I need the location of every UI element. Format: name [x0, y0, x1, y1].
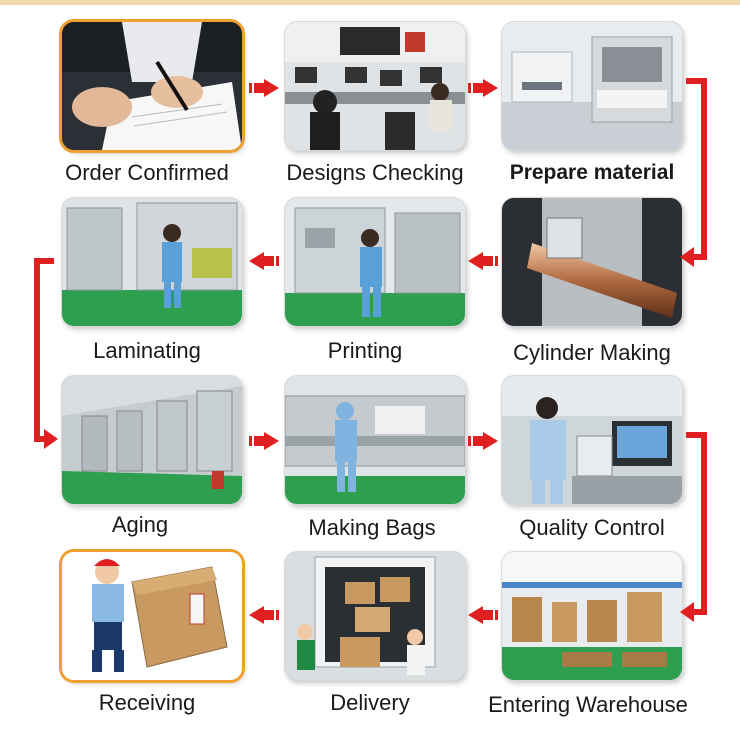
label-delivery: Delivery — [250, 690, 490, 716]
photo-laminating — [62, 198, 242, 326]
label-order-confirmed: Order Confirmed — [27, 160, 267, 186]
photo-delivery — [285, 552, 465, 680]
arrow-left-3 — [249, 606, 279, 624]
connector-right-row1-row2 — [686, 78, 716, 268]
label-prepare-material: Prepare material — [472, 160, 712, 186]
photo-cylinder-making — [502, 198, 682, 326]
label-making-bags: Making Bags — [252, 515, 492, 541]
label-receiving: Receiving — [27, 690, 267, 716]
photo-designs-checking — [285, 22, 465, 150]
label-aging: Aging — [20, 512, 260, 538]
label-laminating: Laminating — [27, 338, 267, 364]
arrow-right-2 — [468, 79, 498, 97]
label-cylinder-making: Cylinder Making — [472, 340, 712, 366]
photo-quality-control — [502, 376, 682, 504]
photo-printing — [285, 198, 465, 326]
photo-prepare-material — [502, 22, 682, 150]
arrow-right-4 — [468, 432, 498, 450]
photo-order-confirmed — [62, 22, 242, 150]
label-entering-warehouse: Entering Warehouse — [468, 692, 708, 718]
connector-left-row2-row3 — [30, 258, 60, 453]
arrow-left-2 — [468, 252, 498, 270]
photo-entering-warehouse — [502, 552, 682, 680]
photo-aging — [62, 376, 242, 504]
arrow-right-3 — [249, 432, 279, 450]
photo-receiving — [62, 552, 242, 680]
arrow-left-4 — [468, 606, 498, 624]
arrow-left-1 — [249, 252, 279, 270]
top-border — [0, 0, 740, 5]
photo-making-bags — [285, 376, 465, 504]
label-quality-control: Quality Control — [472, 515, 712, 541]
connector-right-row3-row4 — [686, 432, 716, 622]
arrow-right-1 — [249, 79, 279, 97]
label-designs-checking: Designs Checking — [255, 160, 495, 186]
label-printing: Printing — [245, 338, 485, 364]
